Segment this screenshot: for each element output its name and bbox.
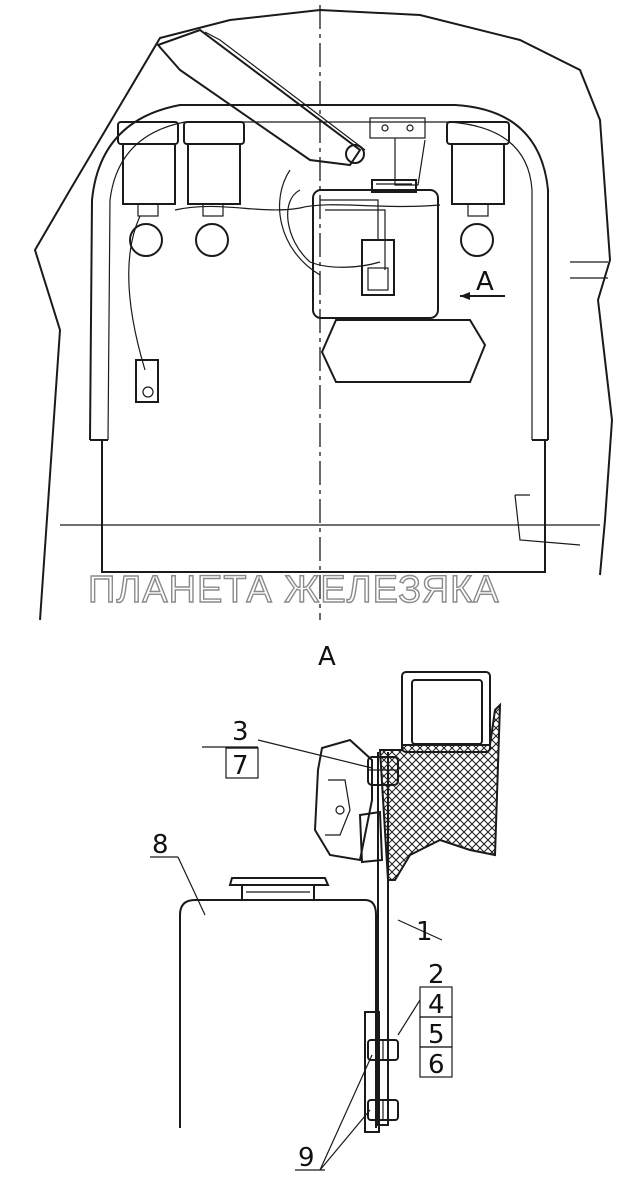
callout-5: 5: [428, 1020, 445, 1050]
watermark-text: ПЛАНЕТА ЖЕЛЕЗЯКА: [88, 569, 500, 611]
bracket-plate: [377, 752, 389, 1126]
bolt-lower-1: [367, 1039, 399, 1061]
callout-9: 9: [298, 1143, 315, 1173]
lamp-left-1: [117, 121, 179, 257]
tank-pad: [320, 319, 487, 383]
lamp-right: [446, 121, 510, 257]
lamp-left-2: [183, 121, 245, 257]
top-view: А: [33, 5, 614, 621]
socket: [135, 359, 159, 403]
view-marker-label: А: [476, 267, 494, 297]
callout-4: 4: [428, 990, 445, 1020]
wiper-motor: [313, 738, 373, 862]
mount-strip: [364, 1011, 380, 1133]
cab-inner-frame: [89, 104, 549, 441]
section-view: 3 7 8 1 2 4 5 6 9: [150, 671, 502, 1173]
seal-insert: [378, 702, 502, 881]
callout-6: 6: [428, 1050, 445, 1080]
wire-harness: [128, 189, 441, 371]
reservoir-tank: [179, 877, 377, 1128]
section-title: А: [318, 642, 336, 672]
cab-outline: [33, 8, 614, 621]
callout-3: 3: [232, 717, 249, 747]
callout-7: 7: [232, 751, 249, 781]
wiper-arm: [156, 28, 362, 167]
callout-8: 8: [152, 830, 169, 860]
callout-1: 1: [416, 917, 433, 947]
lower-panel: [101, 440, 546, 573]
bolt-lower-2: [367, 1099, 399, 1121]
washer-tank: [312, 179, 439, 319]
frame-profile: [401, 671, 491, 753]
callout-2: 2: [428, 960, 445, 990]
